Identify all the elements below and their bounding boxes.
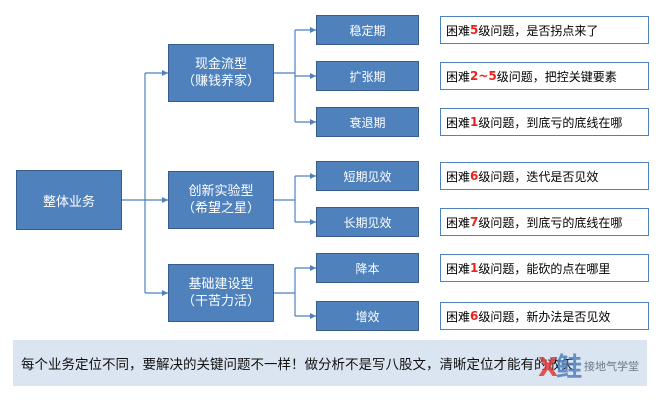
arrow-b2-leaf-2 <box>310 219 316 225</box>
leaf-node-label: 降本 <box>355 261 380 276</box>
arrow-branch-2 <box>162 197 168 203</box>
branch-node-infrastructure: 基础建设型 （干苦力活） <box>168 264 274 322</box>
arrow-b3-leaf-1 <box>310 265 316 271</box>
desc-suffix: 级问题，把控关键要素 <box>496 69 617 84</box>
summary-banner: 每个业务定位不同，要解决的关键问题不一样！做分析不是写八股文，清晰定位才能有的放… <box>13 340 647 386</box>
arrow-b3-leaf-2 <box>310 313 316 319</box>
branch-node-innovation: 创新实验型 （希望之星） <box>168 171 274 229</box>
leaf-node-expansion: 扩张期 <box>316 61 419 91</box>
branch-node-label: 现金流型 <box>194 57 247 72</box>
watermark-logo: X鲑 接地气学堂 <box>538 347 639 384</box>
logo-text: 接地气学堂 <box>584 359 639 373</box>
arrow-b1-leaf-1 <box>310 27 316 33</box>
leaf-node-label: 扩张期 <box>349 69 386 84</box>
leaf-node-stable: 稳定期 <box>316 15 419 45</box>
leaf-node-decline: 衰退期 <box>316 107 419 137</box>
branch-node-sublabel: （赚钱养家） <box>181 74 260 89</box>
desc-prefix: 困难 <box>446 23 471 38</box>
desc-suffix: 级问题，到底亏的底线在哪 <box>478 115 623 130</box>
branch-node-cash-flow: 现金流型 （赚钱养家） <box>168 44 274 102</box>
desc-prefix: 困难 <box>446 69 471 84</box>
branch-node-sublabel: （希望之星） <box>181 201 260 216</box>
leaf-node-label: 衰退期 <box>349 115 386 130</box>
desc-suffix: 级问题，是否拐点来了 <box>478 23 599 38</box>
leaf-node-cost-reduction: 降本 <box>316 253 419 283</box>
logo-mark-icon: X鲑 <box>537 353 582 383</box>
leaf-node-label: 短期见效 <box>343 169 392 184</box>
root-node-label: 整体业务 <box>42 194 95 210</box>
desc-suffix: 级问题，迭代是否见效 <box>478 169 599 184</box>
difficulty-level: 5 <box>470 23 479 37</box>
arrow-b1-leaf-3 <box>310 119 316 125</box>
leaf-node-label: 长期见效 <box>343 215 392 230</box>
difficulty-level: 6 <box>470 309 479 323</box>
desc-suffix: 级问题，新办法是否见效 <box>478 309 611 324</box>
desc-prefix: 困难 <box>446 215 471 230</box>
difficulty-level: 1 <box>470 115 479 129</box>
leaf-node-label: 增效 <box>355 309 380 324</box>
leaf-node-short-term: 短期见效 <box>316 161 419 191</box>
root-node-whole-business: 整体业务 <box>16 170 122 230</box>
desc-suffix: 级问题，到底亏的底线在哪 <box>478 215 623 230</box>
desc-prefix: 困难 <box>446 169 471 184</box>
difficulty-level: 1 <box>470 261 479 275</box>
arrow-branch-3 <box>162 290 168 296</box>
difficulty-level: 7 <box>470 215 479 229</box>
leaf-node-label: 稳定期 <box>349 23 386 38</box>
branch-node-label: 创新实验型 <box>188 184 254 199</box>
branch-node-sublabel: （干苦力活） <box>181 294 260 309</box>
desc-prefix: 困难 <box>446 115 471 130</box>
difficulty-level: 2~5 <box>470 69 497 83</box>
arrow-b2-leaf-1 <box>310 173 316 179</box>
desc-suffix: 级问题，能砍的点在哪里 <box>478 261 611 276</box>
arrow-branch-1 <box>162 70 168 76</box>
leaf-node-efficiency: 增效 <box>316 301 419 331</box>
branch-node-label: 基础建设型 <box>188 277 254 292</box>
summary-banner-text: 每个业务定位不同，要解决的关键问题不一样！做分析不是写八股文，清晰定位才能有的放… <box>21 357 575 373</box>
desc-prefix: 困难 <box>446 309 471 324</box>
arrow-b1-leaf-2 <box>310 73 316 79</box>
leaf-node-long-term: 长期见效 <box>316 207 419 237</box>
difficulty-level: 6 <box>470 169 479 183</box>
desc-prefix: 困难 <box>446 261 471 276</box>
